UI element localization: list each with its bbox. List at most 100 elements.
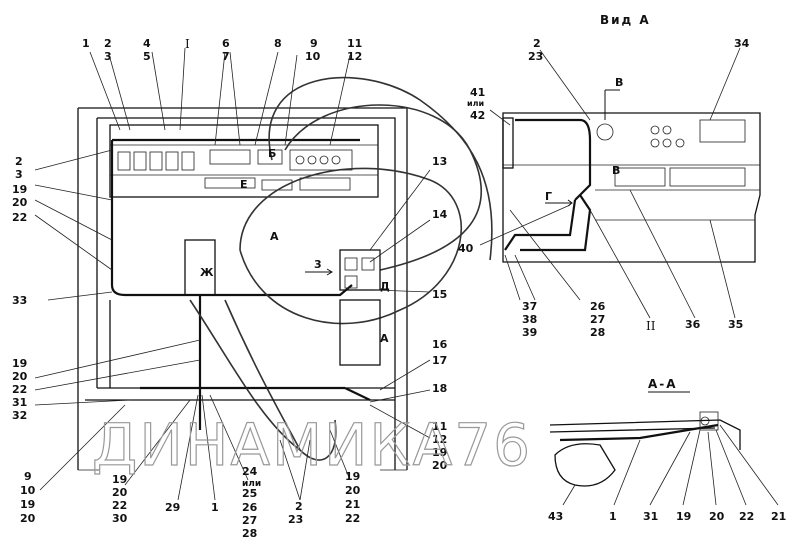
callout: 20 xyxy=(709,510,725,523)
instrument-cluster xyxy=(117,149,353,191)
relay-box xyxy=(339,249,381,291)
callout: 25 xyxy=(242,487,257,500)
callout: 26 xyxy=(590,300,606,313)
callout: 10 xyxy=(305,50,321,63)
mark-a-lower: А xyxy=(380,332,389,345)
view-a: Вид А 34 2 23 41 или 42 В В Г 40 xyxy=(458,13,761,339)
callout: 2 xyxy=(104,37,112,50)
view-a-harness xyxy=(504,118,592,252)
main-view: 1 2 3 4 5 I 6 7 8 9 10 11 12 2 3 19 20 2… xyxy=(12,37,493,540)
callout: 11 xyxy=(347,37,362,50)
callout: 1 xyxy=(211,501,219,514)
callout: 19 xyxy=(12,357,27,370)
callout: 23 xyxy=(288,513,303,526)
callout: 42 xyxy=(470,109,485,122)
leader-lines xyxy=(34,47,431,501)
callout: 17 xyxy=(432,354,447,367)
callout: 9 xyxy=(310,37,318,50)
callout-or: или xyxy=(467,99,484,108)
callout: 3 xyxy=(104,50,112,63)
mark-d: Д xyxy=(380,280,390,293)
section-a-a-title: А-А xyxy=(648,377,678,391)
callout: 3 xyxy=(15,168,23,181)
callout: 29 xyxy=(165,501,180,514)
callout: 30 xyxy=(112,512,128,525)
callout: 1 xyxy=(609,510,617,523)
lower-frame xyxy=(85,300,395,401)
callout: 39 xyxy=(522,326,537,339)
right-side-panel xyxy=(339,299,381,366)
callout: 31 xyxy=(12,396,27,409)
callout: 21 xyxy=(345,498,360,511)
section-harness xyxy=(559,423,719,442)
harness-loop-center xyxy=(189,299,337,461)
cab-inner-frame xyxy=(96,117,396,470)
callout: 12 xyxy=(432,433,447,446)
clamp xyxy=(699,411,719,431)
callout: 35 xyxy=(728,318,743,331)
callout: 5 xyxy=(143,50,151,63)
callout: 19 xyxy=(432,446,447,459)
callout: 9 xyxy=(24,470,32,483)
callout: 6 xyxy=(222,37,230,50)
callout: 40 xyxy=(458,242,474,255)
steering-column xyxy=(184,239,216,296)
callout: 19 xyxy=(112,473,127,486)
callout: 41 xyxy=(470,86,485,99)
callout: 33 xyxy=(12,294,27,307)
callout: 28 xyxy=(590,326,605,339)
arrow-v-label: В xyxy=(615,76,623,89)
callout: 31 xyxy=(643,510,658,523)
callout: 19 xyxy=(345,470,360,483)
arrow-g-label: Г xyxy=(545,190,552,203)
callout: 34 xyxy=(734,37,750,50)
callout: 4 xyxy=(143,37,151,50)
harness-loop-mid xyxy=(284,104,482,271)
callout: 12 xyxy=(347,50,362,63)
dashboard-panel xyxy=(109,124,379,198)
harness-loop-upper xyxy=(268,76,493,261)
section-leaders xyxy=(562,424,779,506)
callout: 24 xyxy=(242,465,258,478)
callout: 15 xyxy=(432,288,447,301)
callout: 2 xyxy=(15,155,23,168)
mark-v: В xyxy=(612,164,620,177)
callout: 22 xyxy=(112,499,127,512)
callout: 22 xyxy=(12,383,27,396)
mark-zh: Ж xyxy=(200,266,214,279)
callout: 27 xyxy=(242,514,257,527)
arrow-3-icon xyxy=(305,268,333,276)
callout: 32 xyxy=(12,409,27,422)
arrow-3-label: 3 xyxy=(314,258,322,271)
callout: 18 xyxy=(432,382,447,395)
callout-or: или xyxy=(242,479,261,489)
watermark: ДИНАМИКА76 xyxy=(92,411,532,479)
callout: 36 xyxy=(685,318,701,331)
callout: 20 xyxy=(20,512,36,525)
mark-e: Е xyxy=(240,178,248,191)
callout: 11 xyxy=(432,420,447,433)
callout: 2 xyxy=(295,500,303,513)
callout: 1 xyxy=(82,37,90,50)
callout: 38 xyxy=(522,313,537,326)
view-a-title: Вид А xyxy=(600,13,651,27)
callout: 22 xyxy=(345,512,360,525)
harness-loop-lower xyxy=(239,167,462,325)
callout: 10 xyxy=(20,484,36,497)
harness-loop-left xyxy=(224,299,301,451)
view-a-block xyxy=(699,119,746,143)
view-a-edge xyxy=(502,117,514,169)
view-a-panel xyxy=(502,112,761,263)
callout: 14 xyxy=(432,208,448,221)
callout: 43 xyxy=(548,510,563,523)
callout: 16 xyxy=(432,338,448,351)
callout: 22 xyxy=(739,510,754,523)
callout: 8 xyxy=(274,37,282,50)
callout: 23 xyxy=(528,50,543,63)
callout: 22 xyxy=(12,211,27,224)
callout: 37 xyxy=(522,300,537,313)
callout: 27 xyxy=(590,313,605,326)
callout: 13 xyxy=(432,155,447,168)
callout: 7 xyxy=(222,50,230,63)
